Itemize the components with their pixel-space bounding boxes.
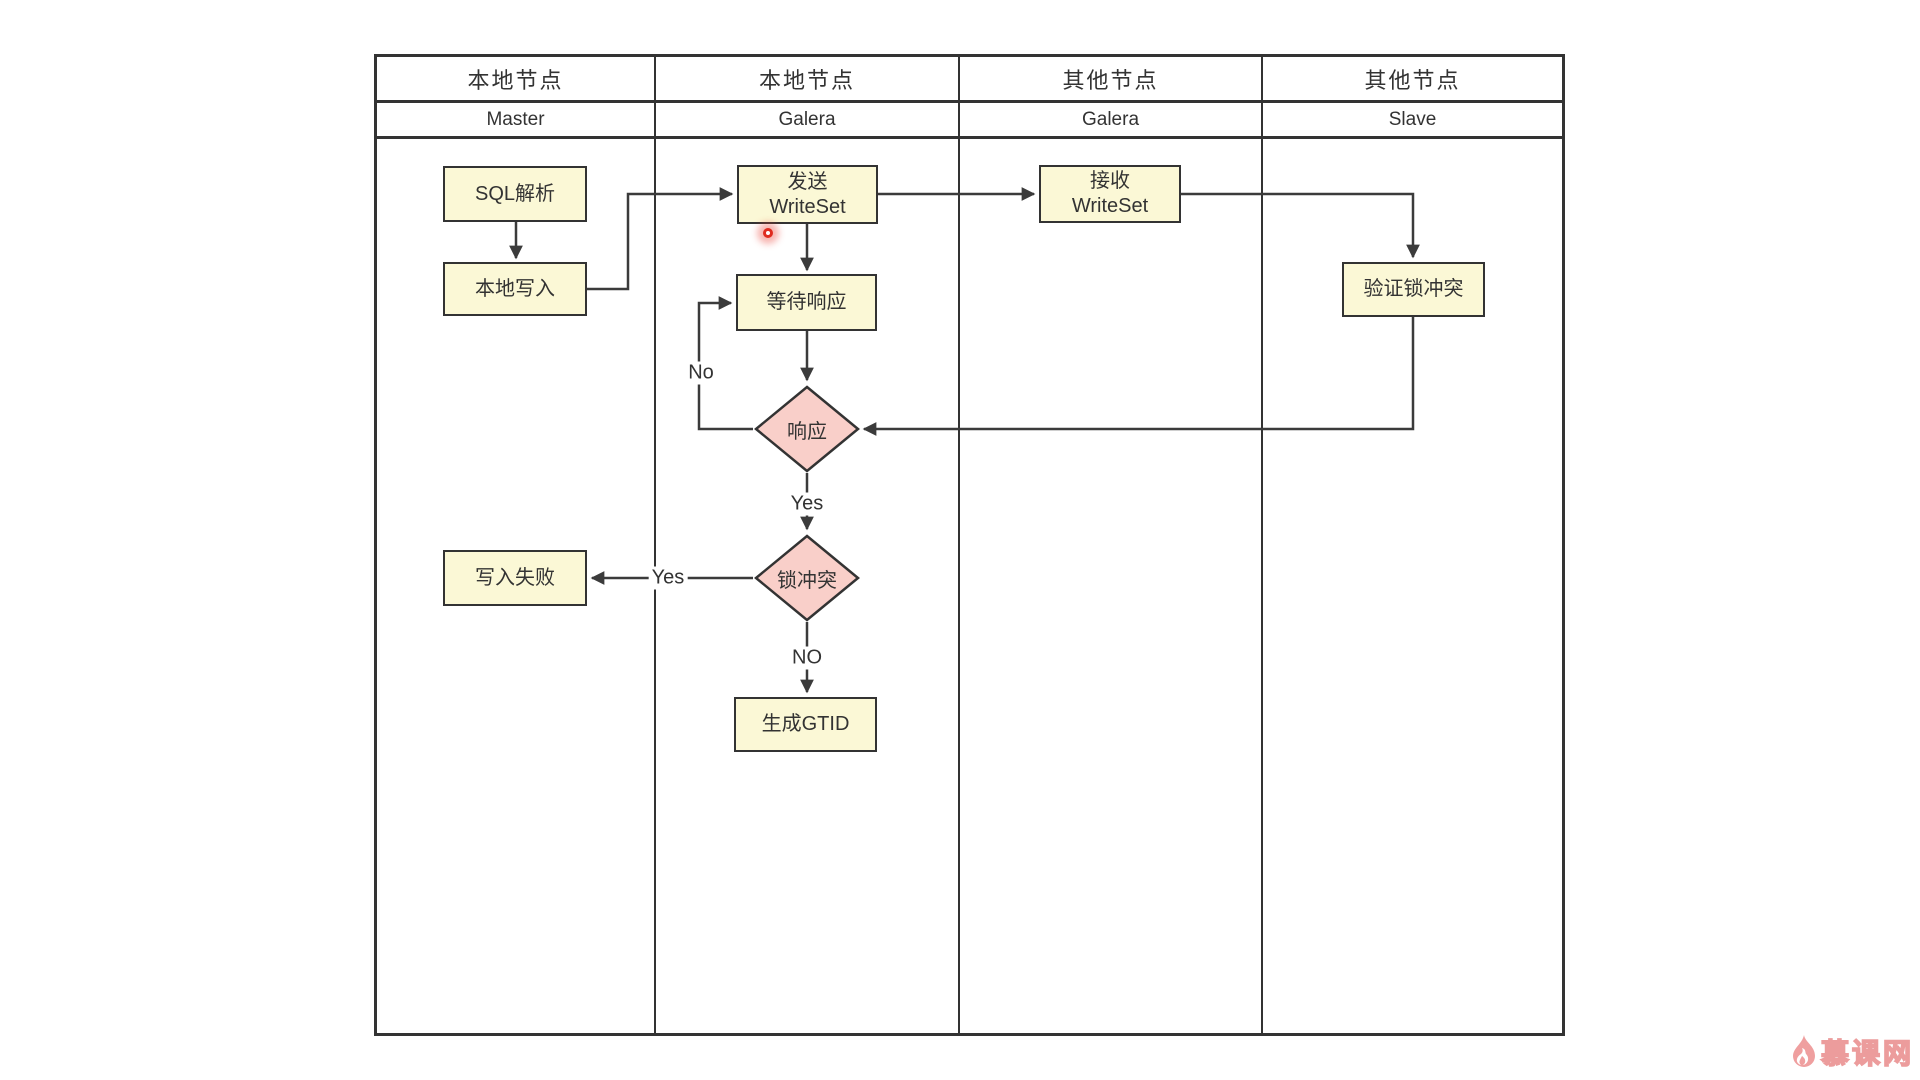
lane-group-other-2: 其他节点 xyxy=(1263,57,1562,103)
node-send-writeset-line2: WriteSet xyxy=(769,195,846,218)
edge-label-response-no: No xyxy=(685,361,717,385)
edge-recvwriteset-to-verifylock xyxy=(1181,192,1420,259)
lane-role-master: Master xyxy=(377,103,656,139)
node-response-label: 响应 xyxy=(787,420,827,443)
node-write-fail: 写入失败 xyxy=(443,550,587,606)
node-lock-conflict-decision: 锁冲突 xyxy=(753,534,861,622)
lane-role-galera-local: Galera xyxy=(656,103,960,139)
node-gen-gtid: 生成GTID xyxy=(734,697,877,752)
node-wait-response-label: 等待响应 xyxy=(766,291,847,313)
node-send-writeset: 发送 WriteSet xyxy=(737,165,878,224)
edge-label-lock-yes: Yes xyxy=(648,566,688,590)
watermark-text: 慕课网 xyxy=(1820,1037,1914,1070)
node-wait-response: 等待响应 xyxy=(736,274,877,331)
lane-role-galera-other: Galera xyxy=(960,103,1263,139)
node-recv-writeset-line1: 接收 xyxy=(1090,170,1130,192)
node-lock-conflict-label: 锁冲突 xyxy=(777,569,837,592)
lane-group-other-1: 其他节点 xyxy=(960,57,1263,103)
diamond-shape xyxy=(754,534,860,622)
edge-label-lock-no: NO xyxy=(789,646,825,670)
node-local-write-label: 本地写入 xyxy=(475,277,555,300)
node-sql-parse-label: SQL解析 xyxy=(474,182,556,205)
edge-label-response-yes: Yes xyxy=(787,492,827,516)
lane-body-galera-local xyxy=(656,139,960,1033)
lane-body-galera-other xyxy=(960,139,1263,1033)
node-response-decision: 响应 xyxy=(753,385,861,473)
node-sql-parse: SQL解析 xyxy=(443,166,587,222)
diamond-shape xyxy=(754,385,860,473)
lane-group-local-2: 本地节点 xyxy=(656,57,960,103)
node-verify-lock: 验证锁冲突 xyxy=(1342,262,1485,317)
node-recv-writeset: 接收 WriteSet xyxy=(1039,165,1181,223)
node-recv-writeset-line2: WriteSet xyxy=(1071,195,1149,217)
node-local-write: 本地写入 xyxy=(443,262,587,316)
site-watermark: 慕课网 xyxy=(1790,1032,1914,1072)
mouse-click-indicator xyxy=(763,228,773,238)
node-gen-gtid-label: 生成GTID xyxy=(761,713,850,735)
flame-icon xyxy=(1792,1035,1815,1067)
lane-group-local-1: 本地节点 xyxy=(377,57,656,103)
edge-verifylock-to-response xyxy=(862,317,1415,436)
node-send-writeset-line1: 发送 xyxy=(787,170,828,193)
node-verify-lock-label: 验证锁冲突 xyxy=(1363,278,1464,300)
lane-role-slave: Slave xyxy=(1263,103,1562,139)
edge-localwrite-to-sendwriteset xyxy=(587,187,734,291)
node-write-fail-label: 写入失败 xyxy=(475,566,555,589)
